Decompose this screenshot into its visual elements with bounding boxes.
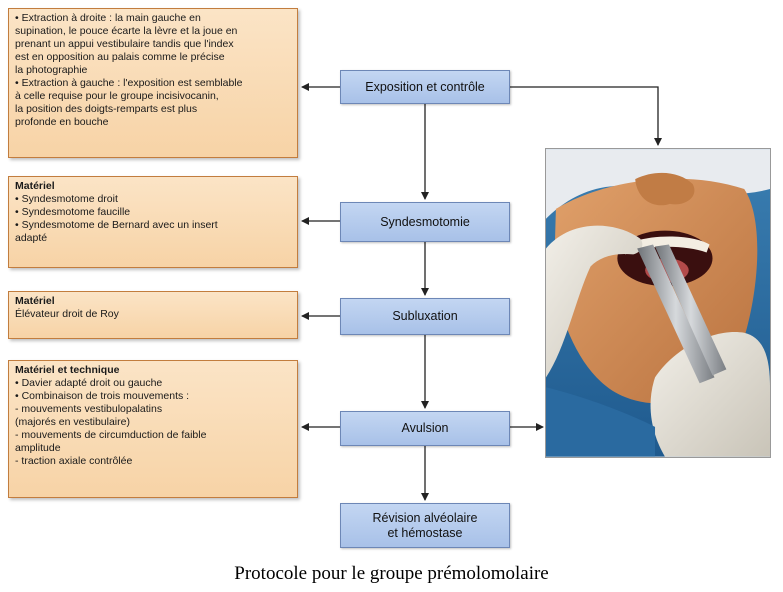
dental-extraction-photo (545, 148, 771, 458)
note-title: Matériel (15, 180, 55, 192)
note-line: est en opposition au palais comme le pré… (15, 51, 225, 63)
note-line: prenant un appui vestibulaire tandis que… (15, 38, 234, 50)
note-line: • Extraction à gauche : l'exposition est… (15, 77, 243, 89)
note-title: Matériel et technique (15, 364, 120, 376)
note-line: amplitude (15, 442, 61, 454)
arrow-exposition-to-photo (510, 86, 662, 146)
note-line: Élévateur droit de Roy (15, 308, 119, 320)
step-label: Subluxation (392, 309, 458, 323)
step-label: Avulsion (401, 421, 449, 435)
note-subluxation: Matériel Élévateur droit de Roy (8, 291, 298, 339)
step-syndesmotomie: Syndesmotomie (340, 202, 510, 242)
note-line: (majorés en vestibulaire) (15, 416, 130, 428)
note-line: - mouvements vestibulopalatins (15, 403, 163, 415)
note-line: • Syndesmotome de Bernard avec un insert (15, 219, 218, 231)
step-label: Révision alvéolaire (372, 510, 478, 525)
step-label: Syndesmotomie (380, 214, 470, 229)
note-line: supination, le pouce écarte la lèvre et … (15, 25, 238, 37)
note-line: • Syndesmotome faucille (15, 206, 131, 218)
note-line: à celle requise pour le groupe incisivoc… (15, 90, 219, 102)
note-line: • Syndesmotome droit (15, 193, 118, 205)
note-line: - traction axiale contrôlée (15, 455, 133, 467)
note-exposition: • Extraction à droite : la main gauche e… (8, 8, 298, 158)
note-line: • Extraction à droite : la main gauche e… (15, 12, 201, 24)
step-label: et hémostase (387, 525, 463, 540)
step-revision: Révision alvéolaire et hémostase (340, 503, 510, 548)
note-line: adapté (15, 232, 48, 244)
note-line: - mouvements de circumduction de faible (15, 429, 207, 441)
note-line: la position des doigts-remparts est plus (15, 103, 198, 115)
note-line: profonde en bouche (15, 116, 109, 128)
note-syndesmotomie: Matériel • Syndesmotome droit • Syndesmo… (8, 176, 298, 268)
note-title: Matériel (15, 295, 55, 307)
note-line: • Combinaison de trois mouvements : (15, 390, 190, 402)
figure-caption: Protocole pour le groupe prémolomolaire (234, 563, 549, 584)
note-line: • Davier adapté droit ou gauche (15, 377, 163, 389)
step-subluxation: Subluxation (340, 298, 510, 335)
note-avulsion: Matériel et technique • Davier adapté dr… (8, 360, 298, 498)
step-label: Exposition et contrôle (365, 79, 485, 94)
step-exposition: Exposition et contrôle (340, 70, 510, 104)
note-line: la photographie (15, 64, 88, 76)
step-avulsion: Avulsion (340, 411, 510, 446)
